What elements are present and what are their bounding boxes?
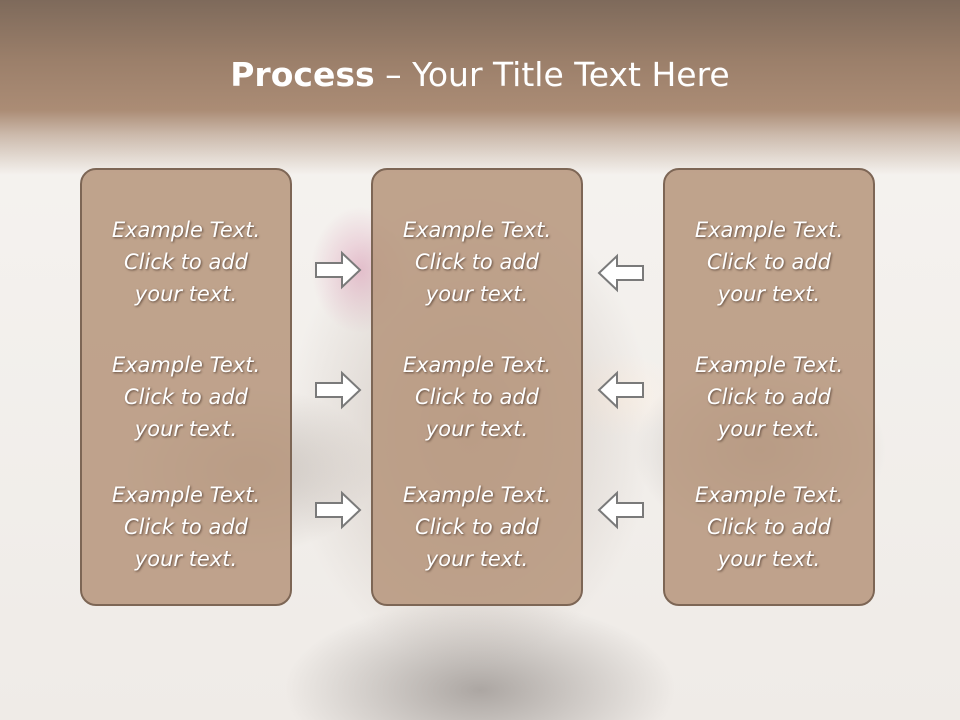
- text-block[interactable]: Example Text. Click to add your text.: [373, 214, 581, 310]
- text-line: your text.: [134, 417, 238, 441]
- text-line: Example Text.: [111, 353, 261, 377]
- text-line: your text.: [134, 282, 238, 306]
- arrow-left-icon: [597, 490, 644, 530]
- text-line: Click to add: [123, 515, 248, 539]
- text-line: Click to add: [123, 385, 248, 409]
- text-line: Click to add: [414, 515, 539, 539]
- slide-title[interactable]: Process – Your Title Text Here: [0, 54, 960, 96]
- text-line: your text.: [717, 417, 821, 441]
- panel-left[interactable]: Example Text. Click to add your text. Ex…: [80, 168, 292, 606]
- text-line: Example Text.: [694, 353, 844, 377]
- text-line: Click to add: [706, 385, 831, 409]
- text-line: Example Text.: [402, 483, 552, 507]
- text-line: your text.: [717, 282, 821, 306]
- text-block[interactable]: Example Text. Click to add your text.: [665, 349, 873, 445]
- text-line: Click to add: [414, 250, 539, 274]
- text-block[interactable]: Example Text. Click to add your text.: [665, 214, 873, 310]
- panel-right[interactable]: Example Text. Click to add your text. Ex…: [663, 168, 875, 606]
- text-line: Example Text.: [402, 353, 552, 377]
- arrow-right-icon: [315, 250, 362, 290]
- panel-middle[interactable]: Example Text. Click to add your text. Ex…: [371, 168, 583, 606]
- title-rest: – Your Title Text Here: [374, 55, 730, 94]
- header-band: [0, 0, 960, 175]
- text-line: Click to add: [706, 250, 831, 274]
- text-block[interactable]: Example Text. Click to add your text.: [82, 214, 290, 310]
- text-line: Click to add: [706, 515, 831, 539]
- arrow-right-icon: [315, 490, 362, 530]
- text-block[interactable]: Example Text. Click to add your text.: [82, 479, 290, 575]
- text-line: Example Text.: [694, 218, 844, 242]
- text-line: Example Text.: [111, 218, 261, 242]
- text-block[interactable]: Example Text. Click to add your text.: [665, 479, 873, 575]
- text-line: Example Text.: [694, 483, 844, 507]
- text-line: Click to add: [414, 385, 539, 409]
- arrow-left-icon: [597, 253, 644, 293]
- text-line: your text.: [134, 547, 238, 571]
- text-line: your text.: [717, 547, 821, 571]
- arrow-right-icon: [315, 370, 362, 410]
- arrow-left-icon: [597, 370, 644, 410]
- text-line: Example Text.: [111, 483, 261, 507]
- text-line: Example Text.: [402, 218, 552, 242]
- text-block[interactable]: Example Text. Click to add your text.: [373, 479, 581, 575]
- title-bold: Process: [230, 55, 375, 94]
- text-line: your text.: [425, 417, 529, 441]
- text-block[interactable]: Example Text. Click to add your text.: [82, 349, 290, 445]
- text-block[interactable]: Example Text. Click to add your text.: [373, 349, 581, 445]
- text-line: your text.: [425, 282, 529, 306]
- text-line: your text.: [425, 547, 529, 571]
- text-line: Click to add: [123, 250, 248, 274]
